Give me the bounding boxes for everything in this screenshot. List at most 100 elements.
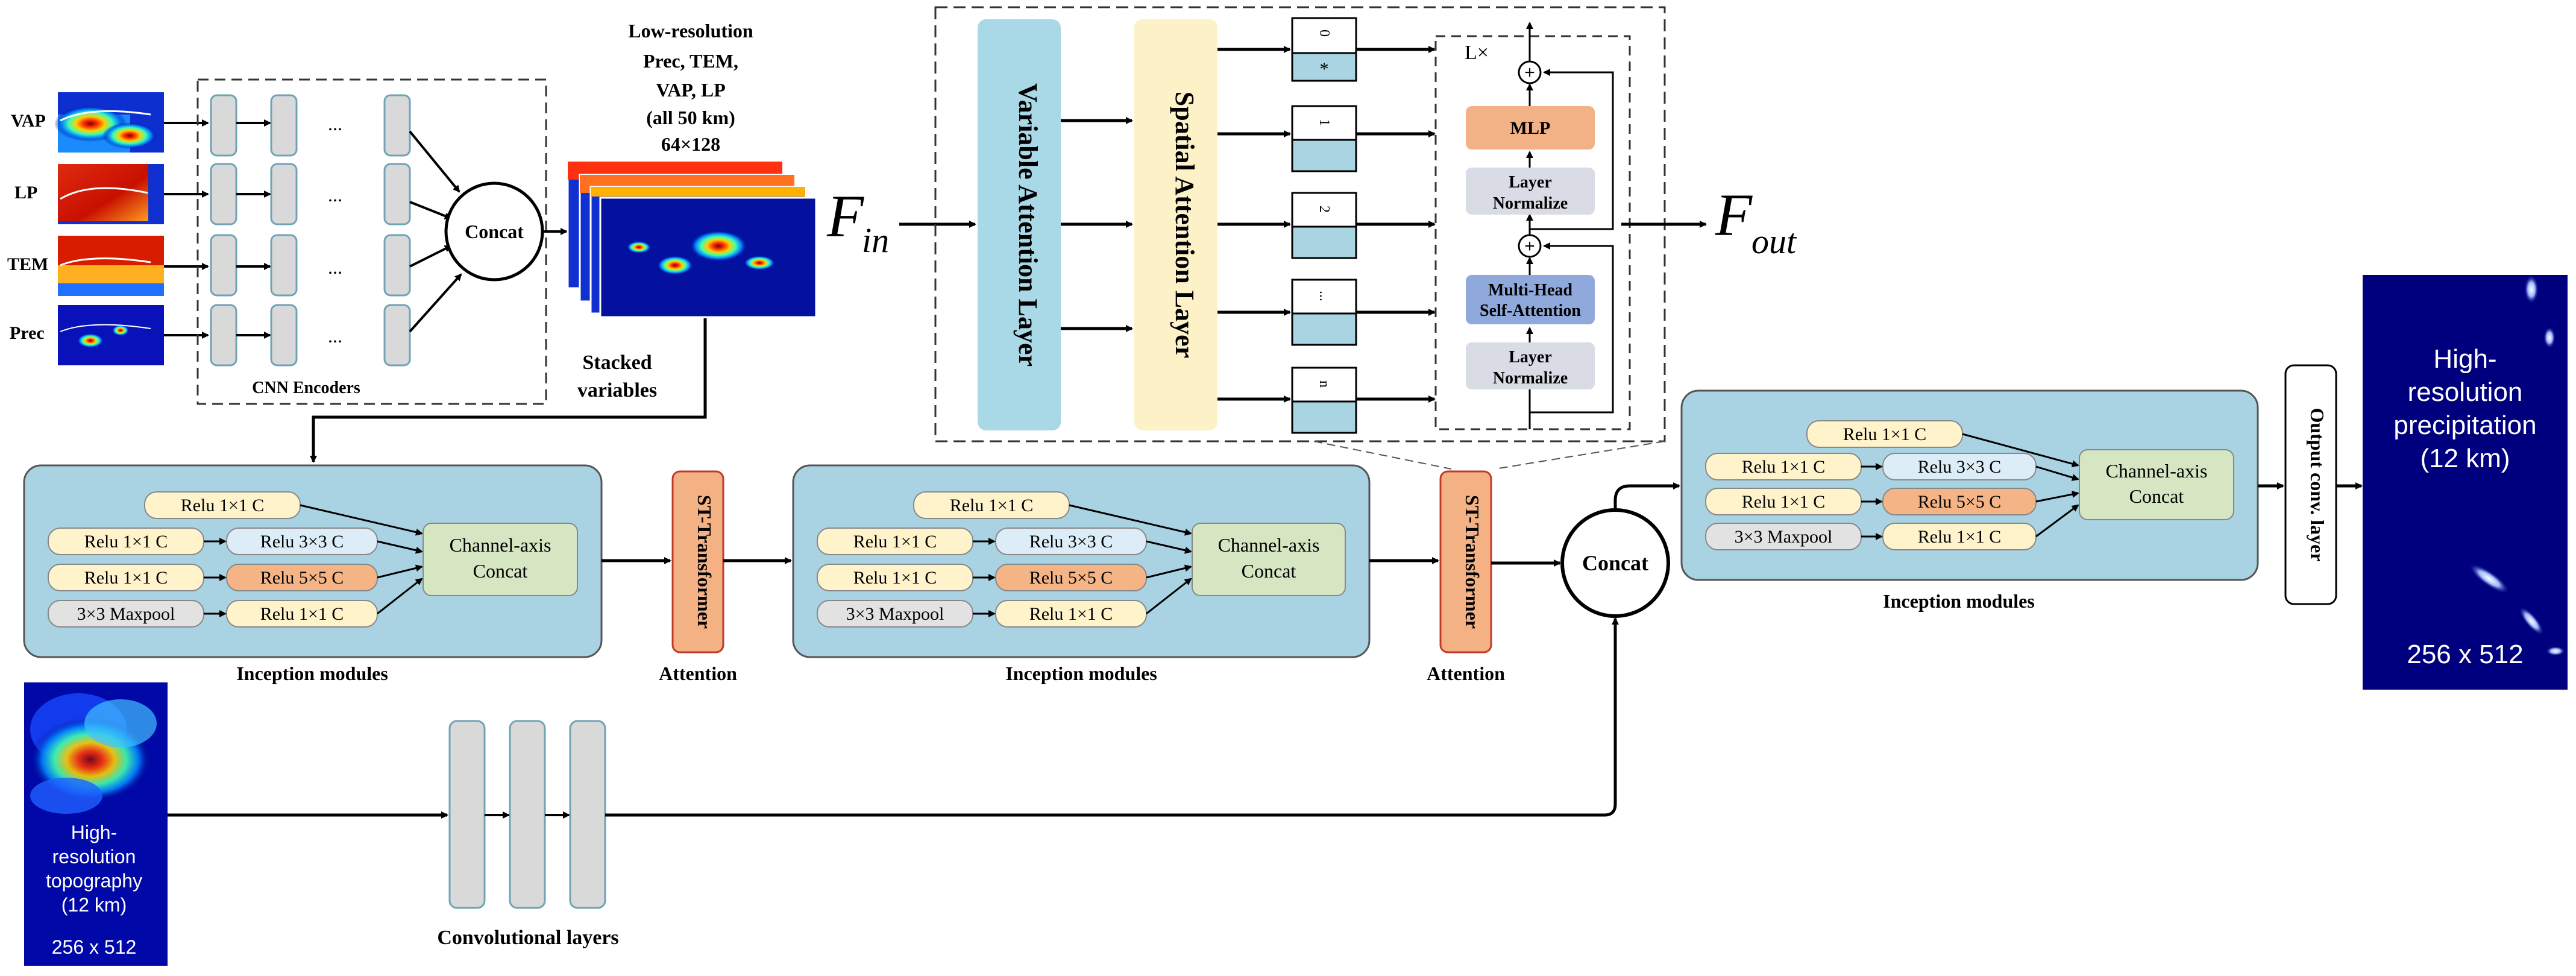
st-transformer-2: ST-Transformer Attention (1427, 470, 1505, 684)
norm-bottom (1466, 342, 1595, 389)
output-conv-layer: Output conv. layer (2284, 364, 2337, 605)
mlp-box (1466, 106, 1595, 150)
input-variables: VAP LP TEM Prec (7, 92, 164, 365)
plus-2: + (1524, 63, 1535, 83)
fin-label: F in (826, 183, 889, 260)
stacked-line-1: Stacked (582, 351, 652, 374)
topo-to-concat-arrow (605, 617, 1619, 817)
mlp-label: MLP (1510, 118, 1551, 138)
var-label-vap: VAP (11, 111, 46, 131)
inception-module-1: Relu 1×1 C Relu 1×1 C Relu 3×3 C Relu 1×… (23, 464, 603, 684)
inception-module-2: Relu 1×1 C Relu 1×1 C Relu 3×3 C Relu 1×… (792, 464, 1371, 684)
lowres-line-3: VAP, LP (656, 79, 726, 101)
inc1-relu11-d: Relu 1×1 C (260, 604, 344, 624)
inc3-relu11-c: Relu 1×1 C (1742, 492, 1826, 512)
inc1-concat-l1: Channel-axis (450, 534, 551, 556)
output-precipitation-image: High- resolution precipitation (12 km) 2… (2363, 275, 2568, 690)
mhsa-l2: Self-Attention (1480, 301, 1581, 320)
inc2-relu11-c: Relu 1×1 C (853, 568, 937, 588)
inc3-concat-l2: Concat (2129, 485, 2184, 507)
token-2: 2 (1291, 192, 1357, 259)
transformer-block-frame (1434, 35, 1631, 430)
inc3-caption: Inception modules (1883, 590, 2035, 612)
lowres-line-1: Low-resolution (628, 20, 753, 42)
output-line-4: (12 km) (2420, 444, 2510, 473)
var-label-prec: Prec (10, 323, 45, 343)
output-size: 256 x 512 (2407, 640, 2523, 669)
token-column: 0 * 1 2 ... n (1217, 17, 1436, 434)
inc1-caption: Inception modules (236, 663, 388, 684)
var-label-lp: LP (14, 183, 37, 203)
fout-main: F (1715, 181, 1753, 248)
inc1-concat-l2: Concat (473, 560, 528, 582)
zoom-guide-left (1313, 441, 1452, 470)
norm-top-l1: Layer (1509, 173, 1552, 192)
inc1-relu55: Relu 5×5 C (260, 568, 344, 588)
residual-path-2 (1530, 69, 1614, 230)
encoder-dots-2: ... (328, 184, 342, 206)
fout-label: F out (1715, 181, 1797, 261)
stacked-variables-image (567, 160, 817, 318)
lowres-line-4: (all 50 km) (646, 107, 735, 128)
inception-module-3: Relu 1×1 C Relu 1×1 C Relu 3×3 C Relu 1×… (1680, 389, 2259, 612)
inc1-relu11-top: Relu 1×1 C (181, 496, 265, 515)
var-to-spatial-arrows (1061, 117, 1133, 332)
inc3-relu11-top: Relu 1×1 C (1843, 424, 1927, 444)
inc3-relu55: Relu 5×5 C (1918, 492, 2002, 512)
block-repeat-label: L× (1465, 42, 1489, 64)
topo-line-2: resolution (52, 846, 136, 867)
spatial-attention-label: Spatial Attention Layer (1170, 92, 1199, 358)
spatial-to-token-arrows (1217, 46, 1291, 403)
lowres-description: Low-resolution Prec, TEM, VAP, LP (all 5… (628, 20, 753, 155)
inc3-maxpool: 3×3 Maxpool (1735, 527, 1833, 547)
var-label-tem: TEM (7, 254, 48, 274)
stack-to-inception-arrow (310, 318, 707, 463)
token-1-label: 1 (1316, 119, 1332, 126)
main-concat-label: Concat (1582, 551, 1648, 575)
token-1: 1 (1291, 105, 1357, 172)
st1-label: ST-Transformer (694, 495, 715, 629)
st1-caption: Attention (659, 663, 737, 684)
residual-path-1 (1530, 242, 1614, 414)
st2-label: ST-Transformer (1462, 495, 1483, 629)
variable-attention-layer (978, 19, 1061, 430)
inc3-relu11-b: Relu 1×1 C (1742, 457, 1826, 477)
encoder-to-concat-arrows (409, 130, 462, 333)
inc3-relu11-d: Relu 1×1 C (1918, 527, 2002, 547)
topo-size: 256 x 512 (52, 936, 137, 958)
cnn-encoders: ... ... ... ... Concat CNN Encoders (196, 78, 547, 405)
stacked-line-2: variables (577, 379, 657, 401)
inc2-relu11-top: Relu 1×1 C (950, 496, 1034, 515)
inc1-relu33: Relu 3×3 C (260, 532, 344, 552)
token-0: 0 * (1291, 17, 1357, 82)
encoder-dots-1: ... (328, 113, 342, 134)
topo-line-1: High- (71, 822, 117, 843)
variable-attention-label: Variable Attention Layer (1013, 83, 1043, 367)
token-n: n (1291, 367, 1357, 434)
tem-map (58, 236, 164, 296)
cnn-encoders-frame (196, 78, 547, 405)
encoder-pills (210, 94, 411, 367)
concat-to-inception3-arrow (1613, 482, 1680, 510)
fin-sub: in (862, 221, 889, 260)
topo-line-4: (12 km) (61, 894, 127, 916)
norm-bottom-l1: Layer (1509, 348, 1552, 367)
prec-map (58, 305, 164, 365)
output-line-1: High- (2433, 344, 2496, 374)
token-n-label: n (1316, 380, 1332, 388)
topography-image: High- resolution topography (12 km) 256 … (24, 682, 168, 966)
conv-caption: Convolutional layers (437, 927, 618, 949)
mhsa-box (1466, 275, 1595, 324)
inc2-maxpool: 3×3 Maxpool (846, 604, 944, 624)
lp-map (58, 164, 164, 224)
transformer-block: L× Layer Normalize Multi-Head Self-Atten… (1434, 22, 1631, 430)
encoder-dots-4: ... (328, 325, 342, 347)
inc2-relu11-d: Relu 1×1 C (1029, 604, 1113, 624)
mhsa-l1: Multi-Head (1488, 281, 1572, 300)
norm-top (1466, 168, 1595, 215)
inc1-maxpool: 3×3 Maxpool (77, 604, 175, 624)
inc2-relu55: Relu 5×5 C (1029, 568, 1113, 588)
output-conv-label: Output conv. layer (2307, 408, 2328, 561)
map-to-encoder-arrows (164, 119, 209, 339)
st2-caption: Attention (1427, 663, 1505, 684)
